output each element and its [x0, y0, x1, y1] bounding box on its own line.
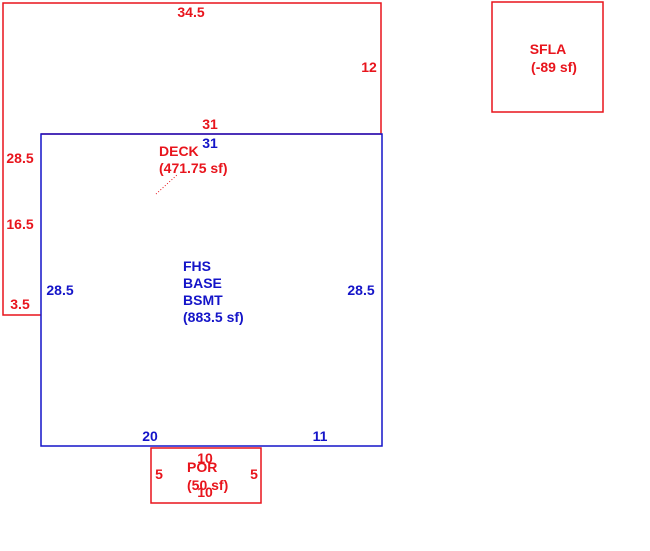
house-label-line1: FHS	[183, 258, 211, 274]
sfla-label: SFLA	[530, 41, 567, 57]
porch-dim-left: 5	[155, 466, 163, 482]
porch-dim-right: 5	[250, 466, 258, 482]
porch-dim-top: 10	[197, 450, 213, 466]
house-dim-right: 28.5	[347, 282, 374, 298]
house-dim-bottom-right: 11	[313, 428, 328, 444]
porch-outline	[150, 447, 262, 504]
deck-dim-left-mid: 16.5	[6, 216, 33, 232]
sfla-box	[491, 1, 604, 113]
deck-label: DECK	[159, 143, 199, 159]
house-area: (883.5 sf)	[183, 309, 244, 325]
deck-dim-right: 12	[361, 59, 377, 75]
house-dim-left: 28.5	[46, 282, 73, 298]
deck-area: (471.75 sf)	[159, 160, 227, 176]
sfla-area: (-89 sf)	[531, 59, 577, 75]
porch-area: (50 sf)	[187, 477, 228, 493]
house-label-line2: BASE	[183, 275, 222, 291]
porch-dim-bottom: 10	[197, 484, 213, 500]
house-dim-top: 31	[202, 135, 218, 151]
house-label-line3: BSMT	[183, 292, 223, 308]
house-dim-bottom-left: 20	[142, 428, 158, 444]
porch-label: POR	[187, 459, 217, 475]
house-outline	[40, 133, 383, 447]
deck-dim-inner-top: 31	[202, 116, 218, 132]
deck-dim-left-lower: 3.5	[10, 296, 30, 312]
deck-dim-left-upper: 28.5	[6, 150, 33, 166]
deck-dim-top: 34.5	[177, 4, 204, 20]
deck-leader-line	[155, 173, 179, 195]
